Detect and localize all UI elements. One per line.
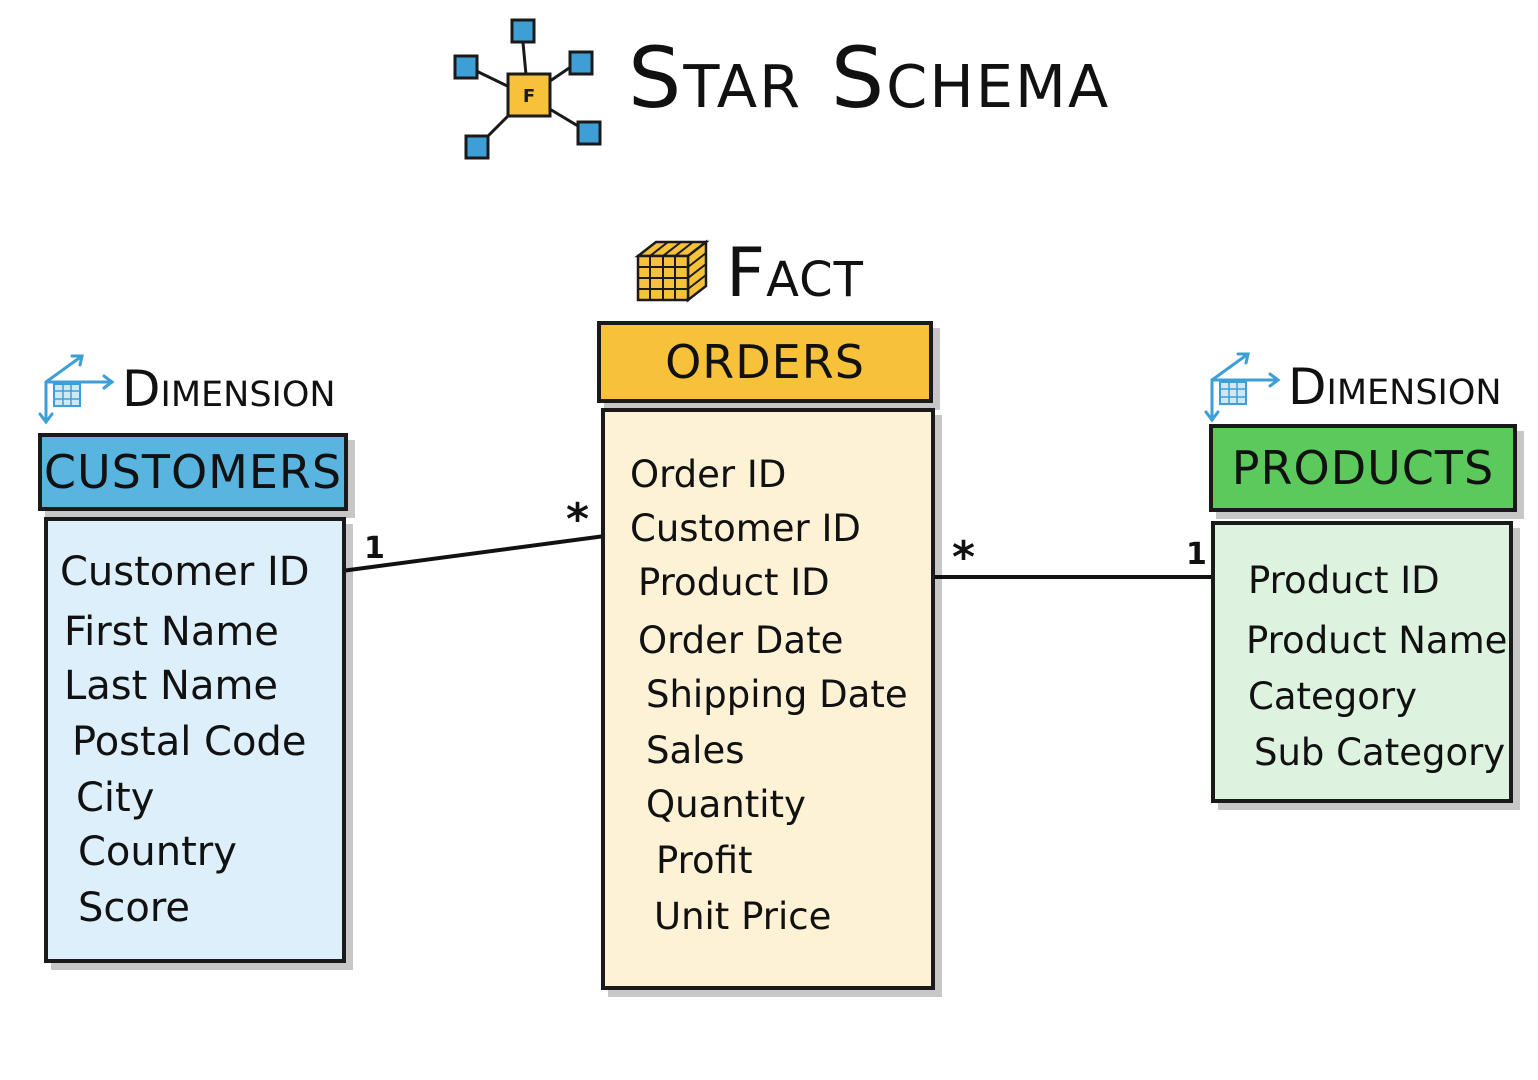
orders-field: Sales <box>646 729 745 772</box>
orders-field: Order Date <box>638 619 844 662</box>
orders-field: Customer ID <box>630 507 861 550</box>
cardinality-many-orders-customer: * <box>566 494 590 545</box>
cardinality-one-customers: 1 <box>364 531 385 566</box>
orders-field: Quantity <box>646 783 806 826</box>
customers-field: Country <box>78 829 237 875</box>
products-field: Product Name <box>1246 619 1508 662</box>
customers-field: Customer ID <box>60 549 310 595</box>
products-table-body <box>1211 521 1513 803</box>
dimension-axes-icon <box>38 354 115 425</box>
dimension-axes-icon <box>1204 352 1281 423</box>
cardinality-one-products: 1 <box>1186 537 1207 572</box>
products-field: Product ID <box>1248 559 1440 602</box>
products-table-header: PRODUCTS <box>1209 424 1517 512</box>
page-title: Star Schema <box>628 29 1111 127</box>
orders-field: Order ID <box>630 453 787 496</box>
fact-label: Fact <box>726 234 864 313</box>
dimension-label-left: Dimension <box>122 360 336 418</box>
star-schema-icon: F <box>453 18 602 160</box>
customers-field: City <box>76 775 155 821</box>
customers-field: Score <box>78 885 191 931</box>
customers-field: First Name <box>64 609 279 655</box>
cardinality-many-orders-product: * <box>952 532 976 583</box>
orders-table-header: ORDERS <box>597 321 933 403</box>
products-field: Category <box>1248 675 1418 718</box>
cube-grid-icon <box>634 239 710 303</box>
customers-table-body <box>44 517 346 963</box>
orders-field: Profit <box>656 839 753 882</box>
orders-field: Product ID <box>638 561 830 604</box>
orders-field: Shipping Date <box>646 673 908 716</box>
customers-field: Postal Code <box>72 719 307 765</box>
orders-table-body <box>601 408 935 990</box>
dimension-label-right: Dimension <box>1288 358 1502 416</box>
fact-node-letter: F <box>523 86 535 107</box>
products-field: Sub Category <box>1254 731 1506 774</box>
customers-table-header: CUSTOMERS <box>38 433 348 511</box>
customers-field: Last Name <box>64 663 279 709</box>
orders-field: Unit Price <box>654 895 832 938</box>
